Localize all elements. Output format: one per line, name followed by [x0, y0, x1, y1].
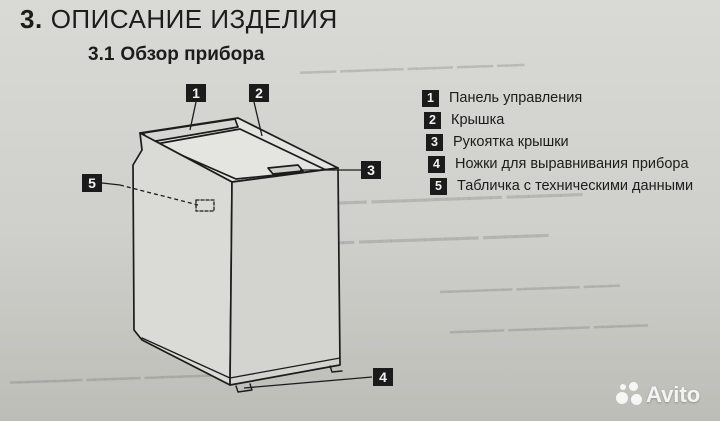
legend-number: 2 [424, 111, 441, 129]
callout-2: 2 [249, 84, 269, 102]
legend-label: Ножки для выравнивания прибора [455, 156, 689, 172]
leader-line-2 [253, 101, 263, 137]
lid-handle [267, 164, 304, 175]
legend-item: 1 Панель управления [422, 87, 717, 109]
legend-item: 4 Ножки для выравнивания прибора [428, 153, 717, 175]
callout-4: 4 [373, 368, 393, 386]
legend-number: 1 [422, 89, 439, 107]
legend-label: Рукоятка крышки [453, 134, 569, 150]
rating-plate [195, 199, 215, 212]
plinth-line [141, 337, 341, 379]
legend-item: 2 Крышка [424, 109, 717, 131]
section-title-text: ОПИСАНИЕ ИЗДЕЛИЯ [50, 4, 338, 34]
avito-dots-icon [616, 382, 642, 408]
legend-label: Крышка [451, 112, 505, 128]
section-heading: 3.ОПИСАНИЕ ИЗДЕЛИЯ [20, 4, 338, 35]
legend-number: 3 [426, 133, 443, 151]
legend-label: Табличка с техническими данными [457, 178, 694, 194]
callout-3: 3 [361, 161, 381, 179]
legend-label: Панель управления [449, 90, 583, 106]
legend-item: 5 Табличка с техническими данными [430, 175, 717, 197]
section-number: 3. [20, 4, 43, 34]
leveling-foot [329, 365, 343, 373]
subsection-title-text: Обзор прибора [120, 44, 265, 65]
leader-line-1 [189, 101, 197, 131]
leader-line-4 [243, 376, 373, 389]
legend-number: 5 [430, 177, 447, 195]
subsection-number: 3.1 [88, 44, 115, 65]
legend-number: 4 [428, 155, 445, 173]
legend-item: 3 Рукоятка крышки [426, 131, 717, 153]
machine-right-face [229, 167, 341, 386]
parts-legend: 1 Панель управления 2 Крышка 3 Рукоятка … [422, 87, 717, 197]
callout-1: 1 [186, 84, 206, 102]
avito-wordmark: Avito [646, 382, 701, 407]
callout-5: 5 [82, 174, 102, 192]
avito-watermark-logo: Avito [616, 382, 700, 408]
leader-line-5 [101, 182, 121, 186]
